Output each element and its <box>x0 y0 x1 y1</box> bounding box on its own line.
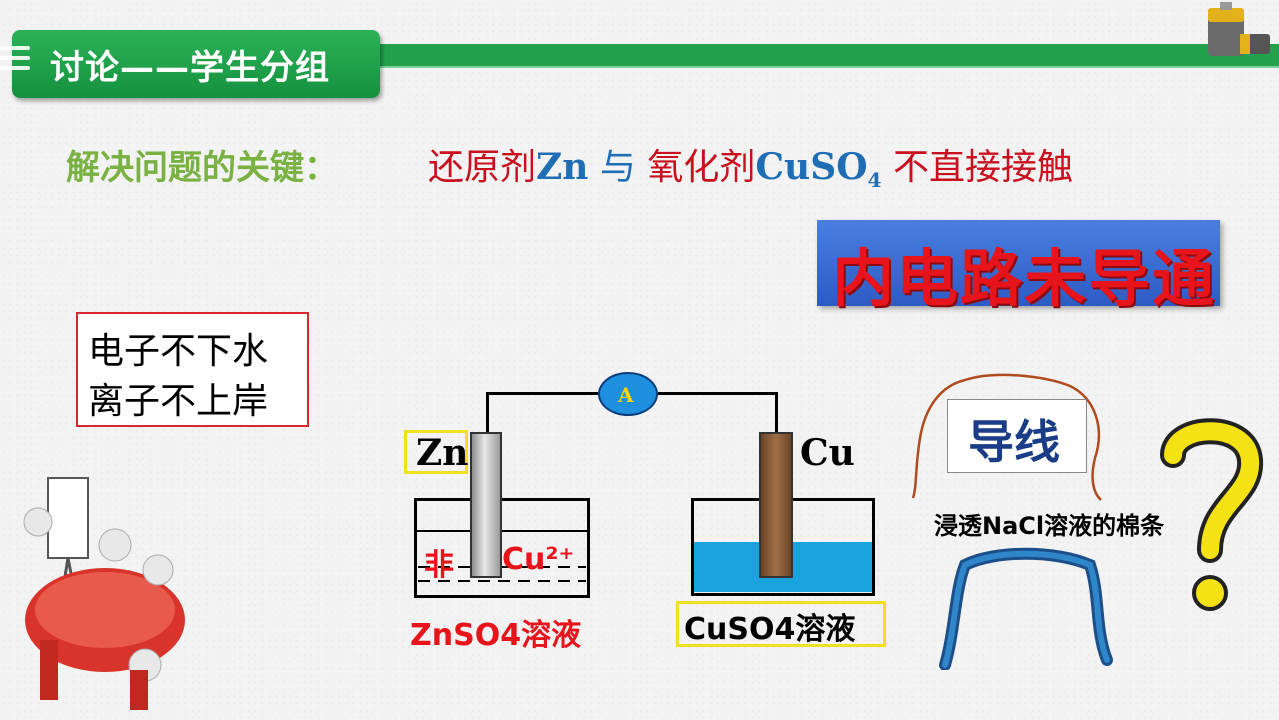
zn-liquid-dashes-2 <box>418 566 586 568</box>
wire-label-box <box>947 399 1087 473</box>
salt-bridge-cotton-strip <box>939 547 1113 670</box>
zn-beaker <box>414 498 590 598</box>
cu-solution-label-box <box>676 601 886 647</box>
key-statement: 还原剂Zn 与 氧化剂CuSO4 不直接接触 <box>428 138 1073 192</box>
reductant-formula: Zn <box>536 146 589 188</box>
zn-electrode-label: Zn <box>416 432 469 474</box>
tab-stripes-icon <box>0 46 30 76</box>
ammeter-icon <box>598 372 658 416</box>
zn-solution-label: ZnSO4溶液 <box>410 618 582 653</box>
header-rule <box>370 44 1279 66</box>
page-title: 讨论——学生分组 <box>50 48 330 88</box>
circuit-status-text: 内电路未导通 <box>832 242 1217 315</box>
wire-outline-scribble <box>911 373 1102 501</box>
zn-liquid-surface <box>417 530 587 532</box>
cu-solution-label: CuSO4溶液 <box>684 612 856 647</box>
question-mark-icon <box>1160 418 1264 611</box>
zn-liquid-dashes <box>418 580 586 582</box>
wire-label: 导线 <box>968 415 1060 469</box>
oxidant-formula: CuSO <box>755 146 868 188</box>
cu-electrode-label: Cu <box>800 432 855 474</box>
zn-annotation-not: 非 <box>424 548 454 583</box>
ammeter-label: A <box>618 383 634 407</box>
zn-electrode <box>470 432 502 578</box>
wire-left <box>486 392 598 432</box>
note-box <box>76 312 309 427</box>
header-rule-highlight <box>370 66 1279 68</box>
key-text-part3: 不直接接触 <box>892 147 1073 188</box>
oxidant-subscript: 4 <box>867 168 882 193</box>
battery-icon <box>1208 2 1270 56</box>
zn-label-box <box>404 430 468 474</box>
note-line-2: 离子不上岸 <box>88 381 269 422</box>
key-connector: 与 <box>599 147 636 188</box>
wire-right <box>658 392 778 432</box>
cu-electrode <box>759 432 793 578</box>
note-line-1: 电子不下水 <box>88 331 269 372</box>
key-label: 解决问题的关键： <box>66 148 338 188</box>
circuit-status-banner <box>817 220 1220 306</box>
zn-annotation-ion: Cu²⁺ <box>502 542 575 577</box>
key-text-part1: 还原剂 <box>428 147 537 188</box>
header-tab <box>12 30 380 98</box>
cotton-strip-label: 浸透NaCl溶液的棉条 <box>934 512 1165 540</box>
key-text-part2: 氧化剂 <box>647 147 756 188</box>
discussion-group-illustration <box>23 477 185 710</box>
